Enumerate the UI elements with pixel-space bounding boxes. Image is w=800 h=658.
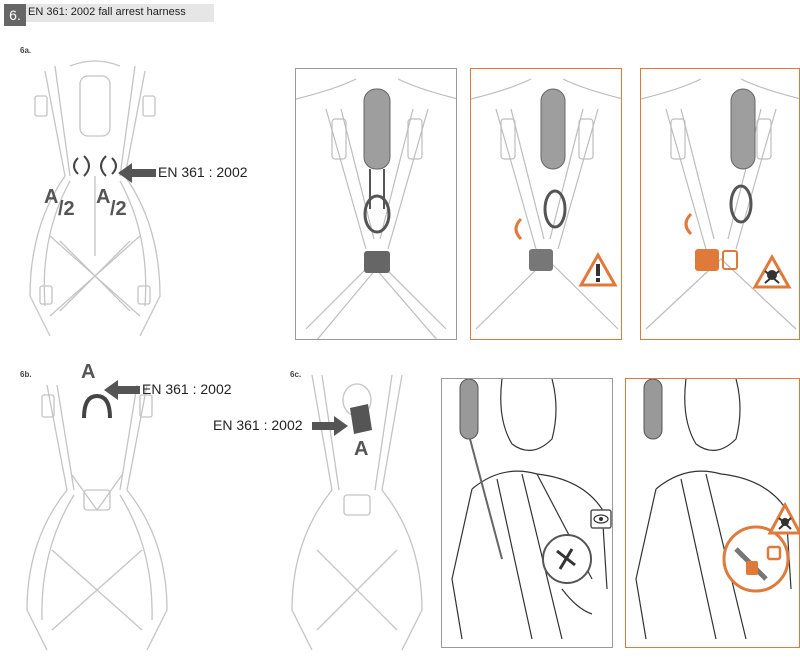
anchor-letter-rear: A xyxy=(354,438,369,460)
eye-check-icon xyxy=(590,509,612,529)
anchor-letter-dorsal: A xyxy=(81,361,96,383)
anchor-subscript-left: /2 xyxy=(58,198,75,220)
frame-sternal-forbidden xyxy=(640,68,800,340)
section-label-6b: 6b. xyxy=(20,370,32,379)
callout-en361-6b: EN 361 : 2002 xyxy=(142,381,232,397)
harness-back-illustration-6b xyxy=(26,384,168,651)
step-number-badge: 6. xyxy=(4,4,26,26)
person-harness-illustration-1 xyxy=(451,379,608,640)
skull-triangle-icon xyxy=(767,501,799,535)
harness-torso-illustration-3 xyxy=(641,78,799,330)
harness-back-illustration-6c xyxy=(291,374,423,651)
page-title: EN 361: 2002 fall arrest harness xyxy=(28,6,186,18)
callout-en361-6a: EN 361 : 2002 xyxy=(158,164,248,180)
header-bar xyxy=(4,4,214,22)
frame-rear-forbidden xyxy=(625,378,800,648)
harness-torso-illustration-1 xyxy=(296,78,456,339)
anchor-subscript-right: /2 xyxy=(110,198,127,220)
warning-triangle-icon xyxy=(578,251,618,287)
frame-sternal-correct xyxy=(295,68,457,340)
harness-front-illustration-6a xyxy=(29,60,161,337)
arrow-right-icon xyxy=(312,416,348,436)
section-label-6c: 6c. xyxy=(290,370,302,379)
section-label-6a: 6a. xyxy=(20,46,32,55)
skull-triangle-icon xyxy=(752,253,792,289)
harness-torso-illustration-2 xyxy=(471,78,621,330)
frame-rear-correct xyxy=(441,378,613,648)
person-harness-illustration-2 xyxy=(635,379,792,640)
arrow-left-icon xyxy=(118,163,156,183)
arrow-left-icon xyxy=(104,380,140,400)
anchor-letter-left: A xyxy=(44,186,59,208)
frame-sternal-warning xyxy=(470,68,622,340)
callout-en361-6c: EN 361 : 2002 xyxy=(213,417,303,433)
anchor-letter-right: A xyxy=(96,186,111,208)
